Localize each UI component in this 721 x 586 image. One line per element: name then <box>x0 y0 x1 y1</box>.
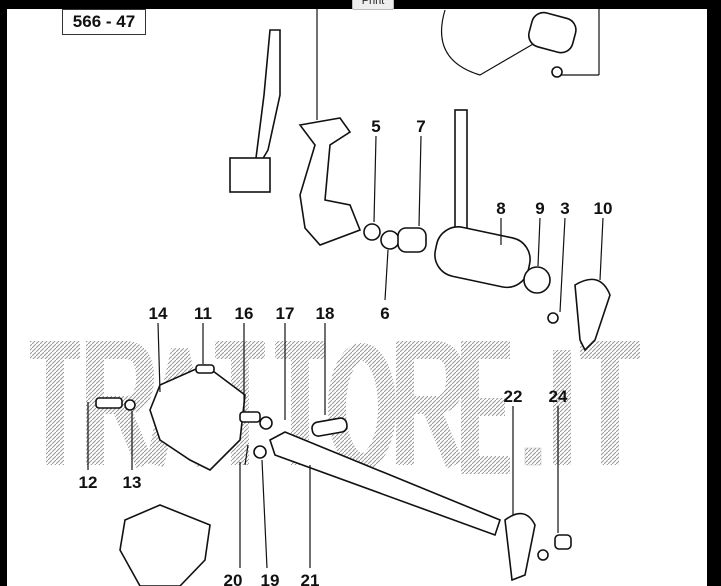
callout-22: 22 <box>504 387 523 406</box>
screw-3 <box>547 312 559 324</box>
shaft-21 <box>269 431 501 537</box>
spring-24 <box>554 534 572 550</box>
lever-part <box>298 117 362 246</box>
callout-11: 11 <box>194 304 212 323</box>
cotter-20 <box>244 444 249 466</box>
callout-20: 20 <box>224 571 243 586</box>
callout-19: 19 <box>261 571 280 586</box>
bushing-7 <box>397 227 427 253</box>
lever-10 <box>574 278 611 352</box>
nut-23 <box>537 549 549 561</box>
seal-6 <box>380 230 400 250</box>
callout-9: 9 <box>535 199 544 218</box>
callout-14: 14 <box>149 304 168 323</box>
callout-10: 10 <box>594 199 613 218</box>
callout-24: 24 <box>549 387 568 406</box>
shaft-8-body <box>434 226 531 289</box>
rod-part <box>255 29 281 161</box>
lever-22 <box>504 512 536 582</box>
callout-21: 21 <box>301 571 320 586</box>
ring-9 <box>523 266 551 294</box>
print-button[interactable]: Print <box>352 0 394 10</box>
spring-16 <box>239 411 261 423</box>
callout-18: 18 <box>316 304 335 323</box>
callout-12: 12 <box>79 473 98 492</box>
callout-7: 7 <box>416 117 425 136</box>
clevis-part <box>229 157 271 193</box>
bent-rod-part <box>441 9 541 76</box>
pin-18 <box>311 417 348 437</box>
housing-14 <box>149 364 246 471</box>
washer-5 <box>363 223 381 241</box>
callout-17: 17 <box>276 304 295 323</box>
nut-13 <box>124 399 136 411</box>
bushing-part <box>527 11 577 54</box>
callout-5: 5 <box>371 117 380 136</box>
nut-17 <box>259 416 273 430</box>
diagram-reference-label: 566 - 47 <box>62 9 146 35</box>
callout-16: 16 <box>235 304 254 323</box>
bolt-12 <box>95 397 123 409</box>
callout-8: 8 <box>496 199 505 218</box>
leader-lines <box>87 135 604 569</box>
callout-3: 3 <box>560 199 569 218</box>
washer-19 <box>253 445 267 459</box>
callout-6: 6 <box>380 304 389 323</box>
callout-13: 13 <box>123 473 142 492</box>
screw-part <box>551 66 563 78</box>
housing-assembly <box>119 504 211 586</box>
screw-11 <box>195 364 215 374</box>
